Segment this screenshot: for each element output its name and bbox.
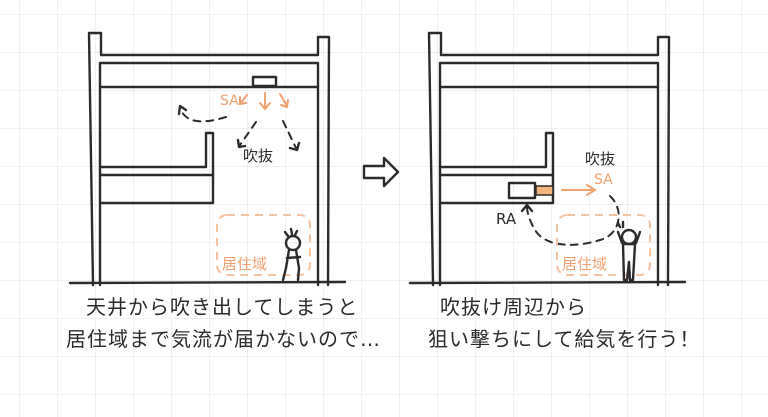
right-sa-label: SA: [594, 172, 613, 188]
left-living-zone-box: [216, 214, 311, 276]
left-caption-line1: 天井から吹き出してしまうと: [86, 295, 359, 319]
left-living-zone-label: 居住域: [222, 255, 268, 273]
right-living-zone-box: [556, 214, 651, 276]
right-caption-line1: 吹抜け周辺から: [440, 295, 587, 319]
right-airflow: [520, 184, 620, 246]
left-airflow: [177, 92, 301, 152]
right-building-section: [408, 31, 687, 287]
right-caption-line2: 狙い撃ちにして給気を行う！: [428, 327, 701, 351]
left-building-section: [68, 31, 347, 287]
right-arrow-icon: [362, 156, 400, 188]
duct-outlet: [535, 185, 554, 196]
left-caption-line2: 居住域まで気流が届かないので…: [66, 327, 381, 351]
left-void-label: 吹抜: [243, 147, 274, 165]
left-sa-label: SA: [220, 93, 239, 109]
right-living-zone-label: 居住域: [562, 255, 608, 273]
right-void-label: 吹抜: [585, 150, 616, 168]
wall-diffuser: [507, 181, 537, 200]
left-person-icon: [281, 227, 302, 282]
right-ra-label: RA: [496, 210, 517, 228]
right-person-icon: [616, 220, 642, 282]
ceiling-diffuser: [251, 75, 278, 88]
